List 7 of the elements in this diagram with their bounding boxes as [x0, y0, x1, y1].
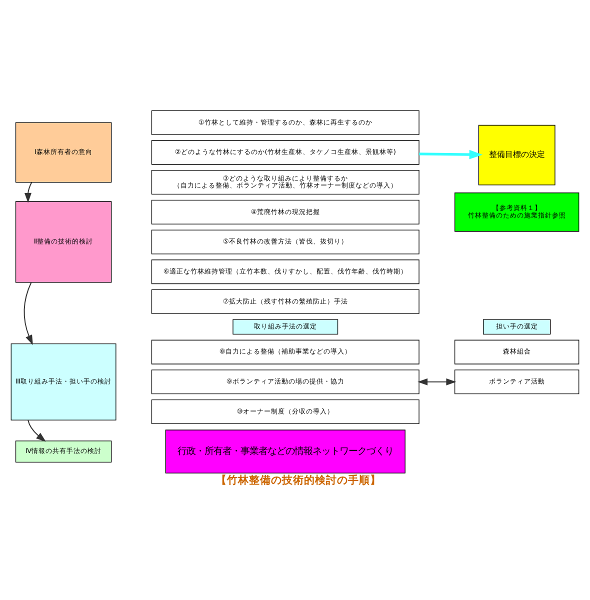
node-box: 行政・所有者・事業者などの情報ネットワークづくり	[165, 429, 406, 473]
arrow	[418, 378, 456, 385]
arrow	[28, 419, 46, 442]
arrow	[419, 149, 483, 159]
arrow	[24, 281, 33, 345]
caption: 【竹林整備の技術的検討の手順】	[216, 473, 382, 486]
arrow	[24, 181, 32, 202]
